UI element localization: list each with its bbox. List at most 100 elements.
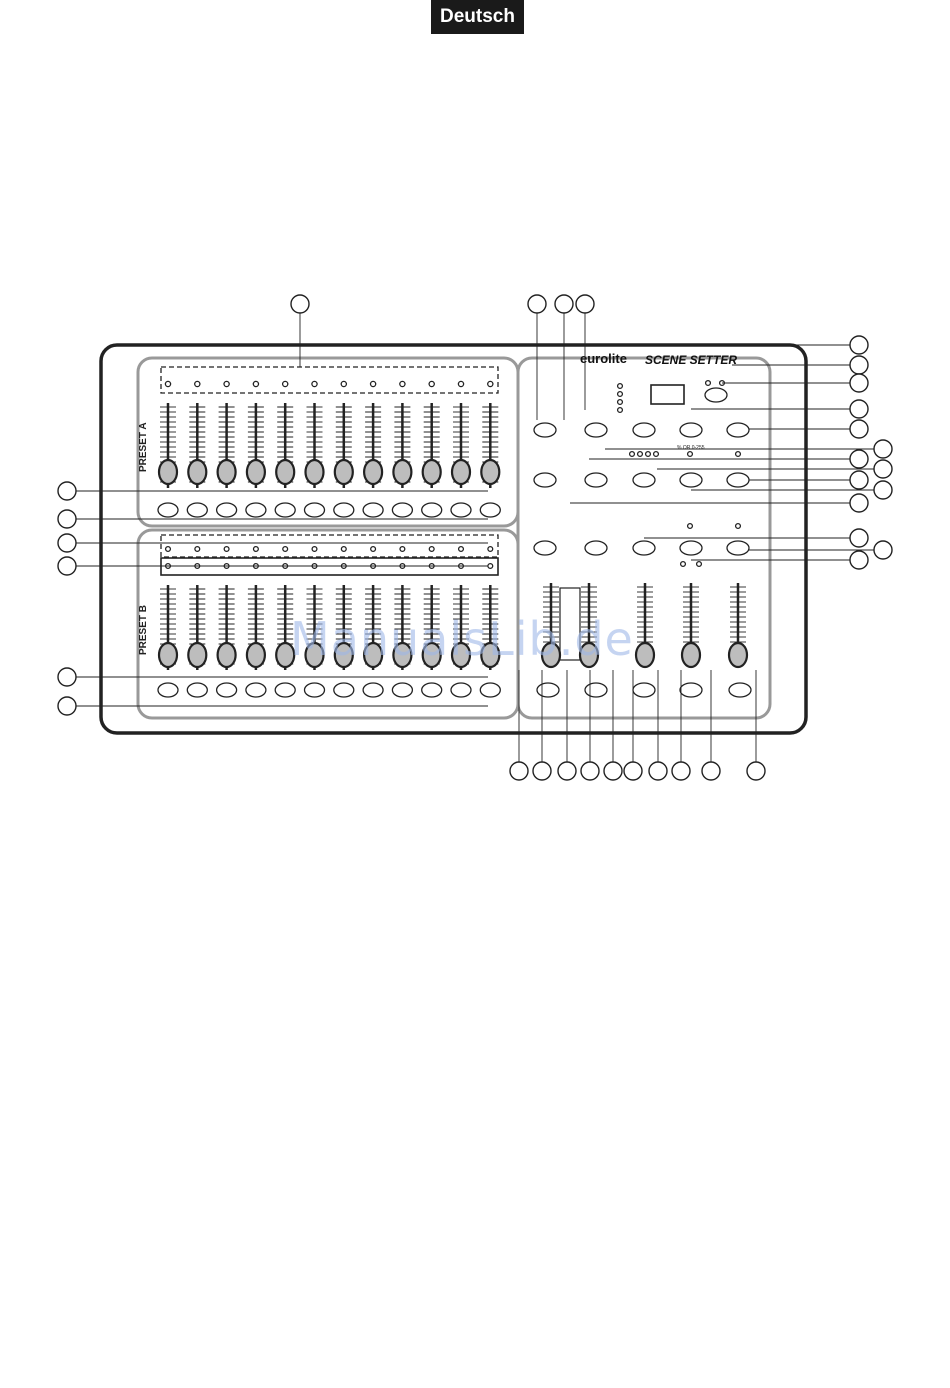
preset-b-fader-knob[interactable] [188,643,206,667]
preset-a-led [283,381,288,386]
function-button[interactable] [585,423,607,437]
function-button[interactable] [633,683,655,697]
preset-b-flash-button[interactable] [422,683,442,697]
preset-a-flash-button[interactable] [246,503,266,517]
function-button[interactable] [633,541,655,555]
preset-a-fader-knob[interactable] [335,460,353,484]
preset-b-flash-button[interactable] [158,683,178,697]
function-button[interactable] [727,423,749,437]
function-button[interactable] [585,683,607,697]
function-button[interactable] [534,423,556,437]
preset-a-fader-knob[interactable] [423,460,441,484]
preset-b-flash-button[interactable] [392,683,412,697]
preset-a-fader-knob[interactable] [393,460,411,484]
function-button[interactable] [727,541,749,555]
preset-b-flash-button[interactable] [217,683,237,697]
preset-a-label: PRESET A [138,422,149,472]
callout-marker [874,481,892,499]
preset-b-flash-button[interactable] [305,683,325,697]
callout-marker [58,668,76,686]
function-button[interactable] [633,473,655,487]
callout-marker [558,762,576,780]
preset-a-fader-knob[interactable] [452,460,470,484]
preset-b-flash-button[interactable] [363,683,383,697]
preset-b-fader-knob[interactable] [247,643,265,667]
callout-marker [850,471,868,489]
preset-a-flash-button[interactable] [275,503,295,517]
preset-a-fader-knob[interactable] [276,460,294,484]
function-button[interactable] [680,683,702,697]
callout-marker [850,529,868,547]
function-button[interactable] [729,683,751,697]
indicator-led [697,562,702,567]
preset-a-led [253,381,258,386]
preset-b-fader-knob[interactable] [159,643,177,667]
preset-a-led [195,381,200,386]
preset-a-fader-knob[interactable] [159,460,177,484]
preset-b-flash-button[interactable] [187,683,207,697]
preset-a-flash-button[interactable] [187,503,207,517]
preset-b-led-strip-1 [161,535,498,557]
preset-a-led [341,381,346,386]
preset-a-led-strip [161,367,498,393]
preset-a-fader-knob[interactable] [188,460,206,484]
preset-a-flash-button[interactable] [363,503,383,517]
function-button[interactable] [585,541,607,555]
preset-a-flash-button[interactable] [217,503,237,517]
preset-a-fader-knob[interactable] [364,460,382,484]
preset-b-led [488,564,493,569]
callout-marker [850,374,868,392]
preset-a-fader-knob[interactable] [218,460,236,484]
indicator-led [618,392,623,397]
indicator-led [638,452,643,457]
function-button[interactable] [534,473,556,487]
preset-a-flash-button[interactable] [158,503,178,517]
preset-b-led [283,547,288,552]
function-button[interactable] [680,473,702,487]
indicator-led [618,384,623,389]
callout-marker [850,450,868,468]
callout-marker [850,551,868,569]
preset-b-flash-button[interactable] [246,683,266,697]
function-button[interactable] [534,541,556,555]
preset-a-fader-knob[interactable] [481,460,499,484]
master-fader-knob[interactable] [729,643,747,667]
callout-marker [528,295,546,313]
speed-fader-knob[interactable] [636,643,654,667]
indicator-led [630,452,635,457]
callout-marker [672,762,690,780]
preset-b-led [459,547,464,552]
preset-b-flash-button[interactable] [451,683,471,697]
preset-a-fader-knob[interactable] [306,460,324,484]
preset-b-flash-button[interactable] [334,683,354,697]
callout-marker [624,762,642,780]
preset-b-flash-button[interactable] [480,683,500,697]
function-button[interactable] [680,423,702,437]
callout-marker [850,494,868,512]
function-button[interactable] [727,473,749,487]
preset-b-flash-button[interactable] [275,683,295,697]
callout-marker [702,762,720,780]
preset-a-flash-button[interactable] [422,503,442,517]
preset-b-fader-knob[interactable] [218,643,236,667]
preset-a-flash-button[interactable] [451,503,471,517]
callout-marker [291,295,309,313]
preset-a-flash-button[interactable] [334,503,354,517]
function-button[interactable] [585,473,607,487]
preset-a-led [400,381,405,386]
preset-b-led [254,547,259,552]
callout-marker [747,762,765,780]
preset-a-flash-button[interactable] [480,503,500,517]
callout-marker [58,697,76,715]
preset-a-fader-knob[interactable] [247,460,265,484]
preset-b-led [195,547,200,552]
function-button[interactable] [680,541,702,555]
function-button[interactable] [537,683,559,697]
function-button[interactable] [705,388,727,402]
fade-time-fader-knob[interactable] [682,643,700,667]
preset-a-flash-button[interactable] [392,503,412,517]
preset-a-flash-button[interactable] [305,503,325,517]
function-button[interactable] [633,423,655,437]
callout-marker [874,541,892,559]
